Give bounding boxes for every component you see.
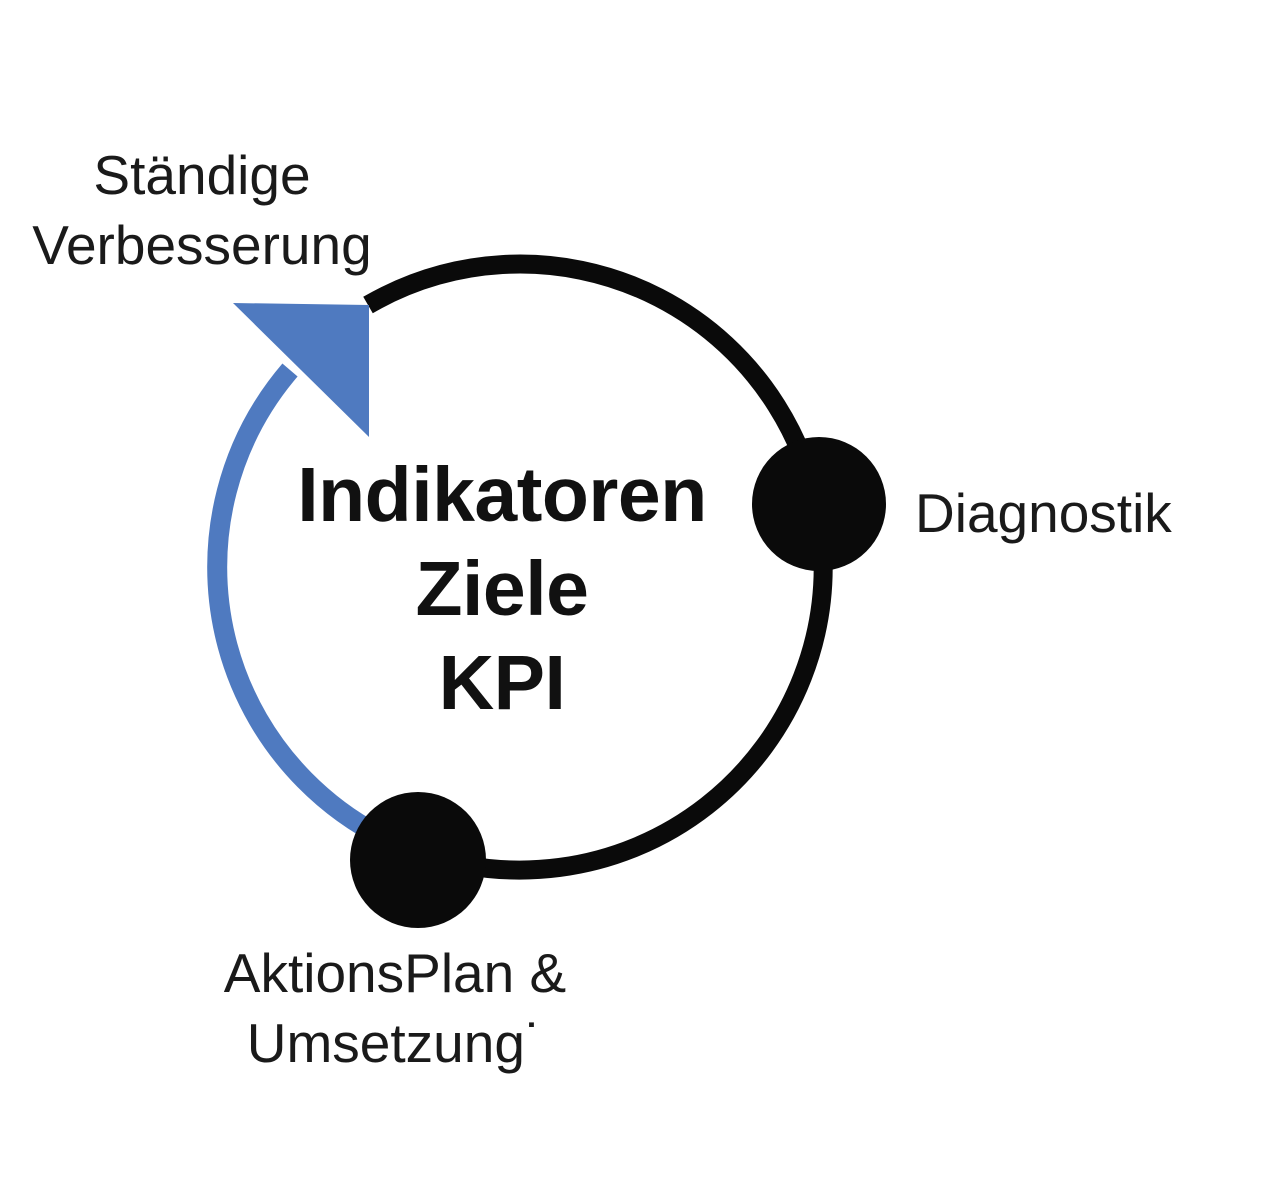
cycle-center-label: Indikatoren Ziele KPI: [297, 448, 707, 730]
continuous-improvement-line2: Verbesserung: [32, 214, 372, 276]
center-line-ziele: Ziele: [415, 546, 589, 632]
aktionsplan-node-dot: [350, 792, 486, 928]
diagnostik-label: Diagnostik: [915, 478, 1172, 548]
continuous-improvement-label: Ständige Verbesserung: [32, 140, 371, 280]
continuous-improvement-line1: Ständige: [93, 144, 311, 206]
aktionsplan-line2: Umsetzung˙: [246, 1012, 544, 1074]
diagnostik-label-text: Diagnostik: [915, 482, 1172, 544]
improvement-arrow-shaft: [207, 363, 424, 863]
aktionsplan-label: AktionsPlan & Umsetzung˙: [224, 938, 566, 1078]
center-line-kpi: KPI: [438, 640, 566, 726]
up-left-arrowhead-icon: [233, 303, 369, 437]
diagnostik-node-dot: [752, 437, 886, 571]
center-line-indikatoren: Indikatoren: [297, 452, 707, 538]
aktionsplan-line1: AktionsPlan &: [223, 942, 567, 1004]
